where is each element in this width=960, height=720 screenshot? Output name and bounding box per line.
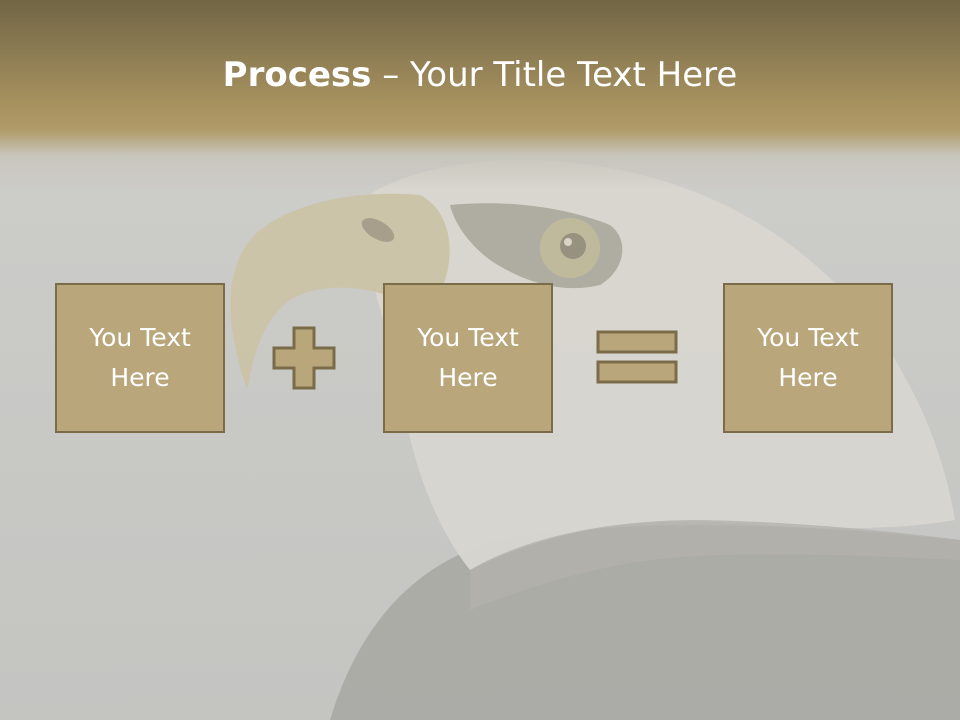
title-band — [0, 0, 960, 190]
process-step-3-label: You Text Here — [757, 323, 859, 392]
process-step-3[interactable]: You Text Here — [723, 283, 893, 433]
plus-icon — [272, 326, 336, 390]
process-step-1[interactable]: You Text Here — [55, 283, 225, 433]
slide-title: Process – Your Title Text Here — [0, 52, 960, 98]
title-strong: Process — [222, 55, 372, 95]
title-separator: – — [371, 55, 411, 95]
process-step-2-label: You Text Here — [417, 323, 519, 392]
title-rest: Your Title Text Here — [410, 55, 738, 95]
process-step-1-label: You Text Here — [89, 323, 191, 392]
process-step-2[interactable]: You Text Here — [383, 283, 553, 433]
equals-icon — [596, 330, 678, 384]
